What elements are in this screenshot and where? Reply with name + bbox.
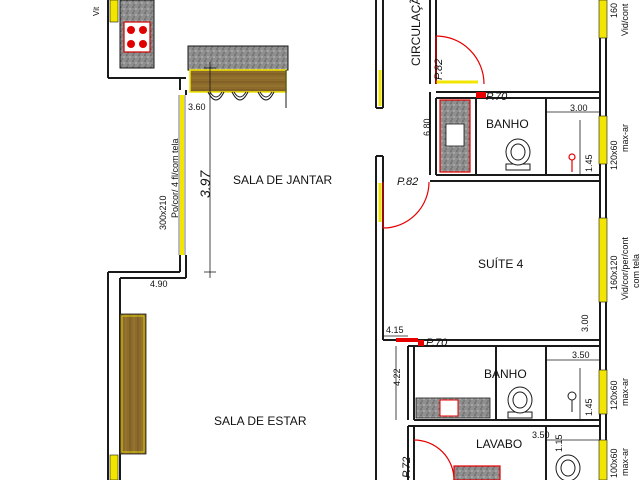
top-counter [187, 45, 289, 71]
dim-422: 4.22 [392, 368, 402, 386]
doors [382, 35, 485, 480]
stove [123, 21, 151, 53]
dim-145-top: 1.45 [584, 154, 594, 172]
dim-115: 1.15 [554, 434, 564, 452]
window-label-lavabo-2: max-ar [620, 448, 630, 476]
window-label-suite-2: Vid/cor/per/cont [620, 237, 630, 300]
dim-350-lavabo: 3.50 [532, 430, 550, 440]
room-label-lavabo: LAVABO [476, 437, 522, 451]
room-label-suite-4: SUÍTE 4 [478, 256, 524, 271]
dim-line-397 [204, 62, 216, 278]
dining-table [189, 69, 287, 93]
window-label-suite-1: 160x120 [609, 255, 619, 290]
room-label-sala-jantar: SALA DE JANTAR [233, 173, 332, 187]
room-label-circulacao: CIRCULAÇÃO [409, 0, 423, 66]
dining-chairs [207, 91, 275, 101]
kitchen-window-left [109, 0, 119, 23]
banho2-toilet [507, 386, 533, 419]
living-panel [119, 313, 147, 455]
lavabo-counter [453, 465, 501, 480]
banho1-shower [568, 153, 576, 172]
door-label-p70-top: P.70 [486, 91, 508, 103]
door-label-p82-top: P.82 [433, 59, 445, 80]
window-label-banho2-1: 120x60 [609, 380, 619, 410]
room-label-banho-1: BANHO [486, 117, 529, 131]
dim-300-suite: 3.00 [580, 314, 590, 332]
door-label-p70-mid: P.70 [426, 337, 448, 349]
stove-burners [127, 26, 147, 48]
dim-490: 4.90 [150, 279, 168, 289]
label-vit: Vit [92, 6, 101, 16]
lavabo-toilet [555, 454, 581, 480]
banho2-shower [567, 391, 577, 412]
window-label-left-2: Po/cor/ 4 fl/com tela [170, 138, 180, 218]
dim-680: 6.80 [422, 118, 432, 136]
window-label-banho-2: max-ar [620, 124, 630, 152]
banho1-toilet [505, 138, 531, 171]
dim-350: 3.50 [572, 350, 590, 360]
dim-145-bottom: 1.45 [584, 398, 594, 416]
window-label-banho2-2: max-ar [620, 378, 630, 406]
dim-397: 3.97 [197, 170, 213, 198]
right-windows [598, 0, 608, 480]
dim-300-banho: 3.00 [570, 103, 588, 113]
dim-360: 3.60 [188, 102, 206, 112]
window-label-top-right-2: Vid/cont [620, 3, 630, 36]
window-label-top-right-1: 160 [609, 3, 619, 18]
window-label-lavabo-1: 100x60 [609, 448, 619, 478]
window-label-left-1: 300x210 [158, 195, 168, 230]
window-label-banho-1: 120x60 [609, 140, 619, 170]
room-label-sala-estar: SALA DE ESTAR [214, 414, 307, 428]
door-label-p72-bottom: P.72 [401, 457, 413, 478]
room-label-banho-2: BANHO [484, 367, 527, 381]
window-label-suite-3: com tela [631, 254, 640, 288]
window-living-left [109, 454, 119, 480]
door-label-p82-suite: P.82 [397, 176, 418, 188]
dim-415: 4.15 [386, 325, 404, 335]
